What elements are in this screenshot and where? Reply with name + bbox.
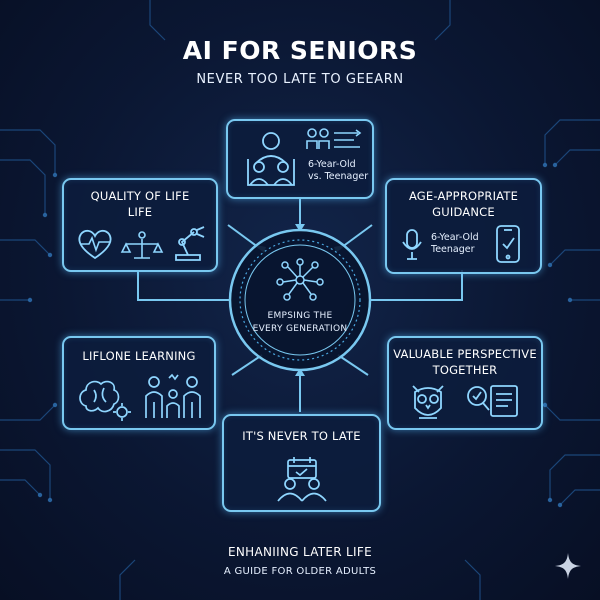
footer-subtitle: A GUIDE FOR OLDER ADULTS — [223, 566, 377, 577]
box-age-appropriate-guidance: AGE-APPROPRIATE GUIDANCE 6-Year-Old Teen… — [385, 178, 542, 274]
people-icon — [242, 129, 300, 189]
quality-title-line1: QUALITY OF LIFE — [90, 189, 190, 203]
quality-title-line2: LIFE — [127, 205, 153, 219]
top-label-line1: 6-Year-Old — [308, 159, 356, 170]
guidance-title-line1: AGE-APPROPRIATE — [408, 189, 519, 203]
page-title: AI FOR SENIORS — [182, 36, 418, 65]
guidance-label-line1: 6-Year-Old — [431, 232, 479, 243]
smartphone-icon — [495, 224, 521, 264]
heart-pulse-icon — [76, 228, 114, 262]
family-learning-icon — [142, 372, 204, 422]
sparkle-icon — [554, 552, 582, 584]
box-valuable-perspective: VALUABLE PERSPECTIVE TOGETHER — [387, 336, 543, 430]
guidance-title-line2: GUIDANCE — [432, 205, 495, 219]
microphone-icon — [401, 228, 423, 262]
top-label-line2: vs. Teenager — [308, 171, 369, 182]
magnifier-document-icon — [465, 382, 519, 420]
owl-icon — [409, 382, 447, 422]
never-title: IT'S NEVER TO LATE — [242, 429, 361, 443]
box-quality-of-life: QUALITY OF LIFE LIFE — [62, 178, 218, 272]
perspective-title-line2: TOGETHER — [432, 363, 498, 377]
calendar-people-icon — [272, 456, 332, 502]
box-top-comparison: 6-Year-Old vs. Teenager — [226, 119, 374, 199]
lifelong-title: LIFLONE LEARNING — [82, 349, 196, 363]
guidance-label-line2: Teenager — [431, 244, 475, 255]
presenter-icon — [306, 127, 364, 153]
robot-arm-icon — [170, 224, 208, 264]
center-text-line1: EMPSING THE — [267, 311, 333, 321]
page-subtitle: NEVER TOO LATE TO GEEARN — [196, 72, 404, 87]
central-hub — [228, 228, 372, 372]
perspective-title-line1: VALUABLE PERSPECTIVE — [393, 347, 537, 361]
brain-gear-icon — [76, 376, 132, 422]
footer-title: ENHANIING LATER LIFE — [228, 545, 372, 559]
balance-icon — [120, 230, 164, 262]
box-lifelong-learning: LIFLONE LEARNING — [62, 336, 216, 430]
box-never-too-late: IT'S NEVER TO LATE — [222, 414, 381, 512]
center-text-line2: EVERY GENERATION — [252, 324, 348, 334]
network-icon — [276, 258, 324, 301]
